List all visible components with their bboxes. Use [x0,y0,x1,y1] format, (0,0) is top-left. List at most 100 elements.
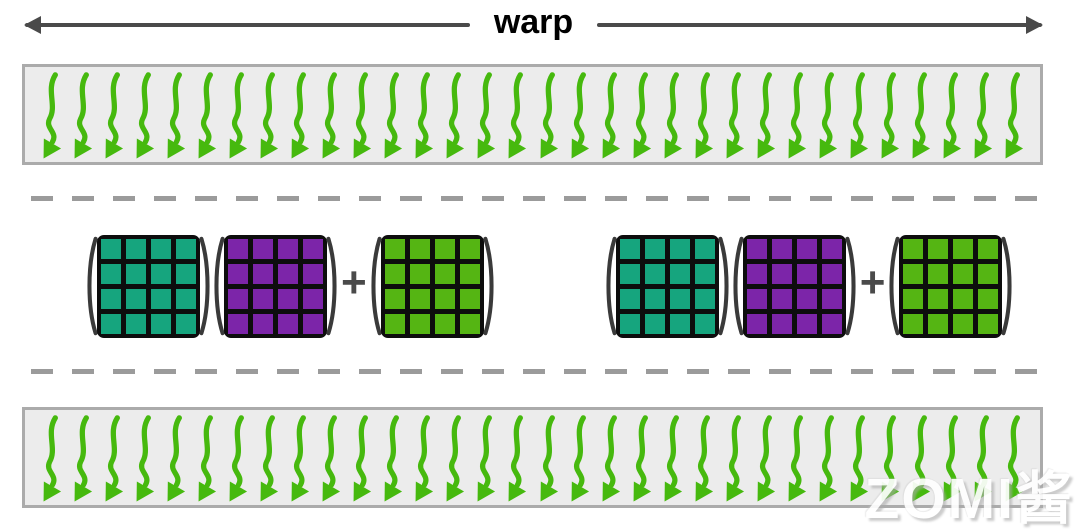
thread-arrow-icon [415,71,434,159]
thread-arrow-icon [477,414,496,502]
thread-arrow-icon [260,414,279,502]
matrix-cell [669,288,690,309]
matrix-cell [278,263,298,284]
matrix-teal [615,234,719,338]
matrix-cell [746,288,767,309]
open-paren-icon [87,236,98,336]
thread-arrow-icon [1005,71,1024,159]
matrix-cell [669,313,690,334]
matrix-cell [126,313,146,334]
matrix-cell [771,263,792,284]
warp-span-arrow: warp [24,5,1043,44]
matrix-cell [771,313,792,334]
matrix-cell [644,238,665,259]
thread-arrow-icon [353,414,372,502]
thread-arrow-icon [943,71,961,159]
thread-arrow-icon [384,71,403,159]
matrix-cell [228,288,248,309]
plus-operator: + [859,258,886,307]
thread-arrow-icon [446,414,465,502]
matrix-cell [821,288,842,309]
matrix-cell [384,313,405,334]
matrix-cell [619,313,640,334]
thread-arrow-icon [819,71,837,159]
matrix-cell [409,313,430,334]
thread-arrow-icon [602,71,620,159]
matrix-cell [459,263,480,284]
matrix-cell [101,288,121,309]
thread-arrow-icon [509,414,527,502]
matrix-cell [644,313,665,334]
thread-arrow-icon [974,71,993,159]
thread-band-bottom [22,407,1043,508]
thread-arrow-icon [850,414,868,502]
matrix-cell [746,238,767,259]
matrix-cell [228,263,248,284]
matrix-cell [821,263,842,284]
matrix-cell [303,313,323,334]
thread-arrow-icon [509,71,527,159]
matrix-cell [101,263,121,284]
matrix-cell [278,313,298,334]
matrix-purple [742,234,846,338]
matrix-cell [126,263,146,284]
thread-arrow-icon [633,71,651,159]
matrix-cell [434,288,455,309]
matrix-cell [459,238,480,259]
thread-arrow-icon [571,414,589,502]
open-paren-icon [371,236,382,336]
open-paren-icon [733,236,744,336]
matrix-cell [821,313,842,334]
open-paren-icon [606,236,617,336]
matrix-cell [409,288,430,309]
thread-arrow-icon [43,71,62,159]
thread-arrow-icon [105,71,124,159]
matrix-cell [796,288,817,309]
matrix-cell [434,263,455,284]
close-paren-icon [718,236,729,336]
matrix-cell [694,263,715,284]
matrix-cell [953,238,974,259]
thread-arrow-icon [788,71,806,159]
matrix-cell [644,288,665,309]
matrix-cell [953,263,974,284]
matrix-cell [409,263,430,284]
matrix-teal [97,234,200,338]
matrix-cell [126,238,146,259]
thread-arrow-icon [74,414,93,502]
matrix-cell [459,288,480,309]
thread-arrow-icon [136,71,155,159]
thread-arrow-icon [881,71,899,159]
matrix-cell [694,313,715,334]
matrix-cell [771,288,792,309]
thread-arrow-icon [695,414,713,502]
thread-arrow-icon [167,414,186,502]
matrix-cell [928,313,949,334]
matrix-cell [176,288,196,309]
matrix-cell [796,313,817,334]
thread-arrow-icon [477,71,496,159]
matrix-cell [746,313,767,334]
thread-arrow-icon [881,414,899,502]
matrix-cell [903,313,924,334]
close-paren-icon [483,236,494,336]
matrix-cell [176,238,196,259]
matrix-cell [253,263,273,284]
thread-arrow-icon [291,71,310,159]
matrix-cell [253,238,273,259]
watermark: ZOMI酱 [864,467,1074,531]
thread-arrow-icon [260,71,279,159]
thread-arrow-icon [943,414,961,502]
matrix-cell [978,313,999,334]
matrix-cell [176,263,196,284]
open-paren-icon [214,236,225,336]
thread-arrow-icon [540,71,558,159]
thread-arrow-icon [788,414,806,502]
matrix-cell [101,313,121,334]
thread-arrow-icon [415,414,434,502]
plus-operator: + [341,258,367,307]
matrix-cell [694,238,715,259]
close-paren-icon [1001,236,1012,336]
matrix-cell [903,288,924,309]
